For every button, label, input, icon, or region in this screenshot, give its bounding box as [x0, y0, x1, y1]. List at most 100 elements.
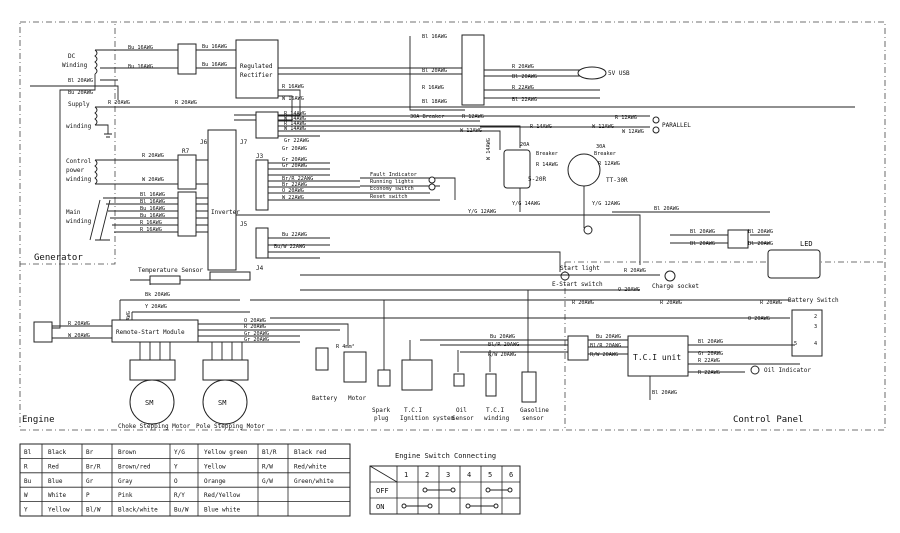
r4mm-label: R 4mm²: [336, 344, 355, 350]
usb-port-icon: [577, 66, 607, 80]
color-code: Bu/W: [174, 507, 189, 514]
estart-switch-label: E-Start switch: [552, 281, 603, 288]
bs-pin-label: 3: [814, 324, 817, 330]
wire-label: O 20AWG: [748, 316, 770, 322]
remote-connector: [33, 321, 53, 343]
wire-label: R 12AWG: [615, 115, 637, 121]
j7-connector: [255, 111, 279, 139]
tci-ignition-label: Ignition system: [400, 415, 455, 422]
winding-label: Winding: [62, 62, 88, 69]
inverter: [207, 129, 237, 271]
color-code: R: [24, 463, 28, 470]
j3-connector: [255, 159, 269, 211]
wire-label: Bk 20AWG: [145, 292, 170, 298]
wire-label: Gr 20AWG: [698, 351, 723, 357]
wire-label: R 20AWG: [512, 64, 534, 70]
start-light-icon: [560, 271, 570, 281]
engine-label: Engine: [22, 415, 55, 425]
j7-label: J7: [240, 139, 248, 146]
cpw-label: power: [66, 167, 84, 174]
switch-column-header: 5: [488, 471, 492, 479]
wire-label: Bu 22AWG: [282, 232, 307, 238]
wire-label: Y/G 12AWG: [592, 201, 620, 207]
wire-label: Bl 16AWG: [422, 34, 447, 40]
wire-label: W 22AWG: [282, 195, 304, 201]
color-name: Yellow green: [204, 449, 248, 456]
wire-label: Bl 20AWG: [698, 339, 723, 345]
wire-label: R 14AWG: [284, 121, 306, 127]
oil-indicator-icon: [750, 365, 760, 375]
wire-label: Bl 20AWG: [748, 241, 773, 247]
breaker-20a: Breaker: [536, 151, 558, 157]
wire-label: Bl 20AWG: [68, 78, 93, 84]
choke-motor-connector: [129, 359, 176, 381]
fault-indicator: Fault Indicator: [370, 172, 417, 178]
switch-column-header: 1: [404, 471, 408, 479]
wire-label: Gr 22AWG: [284, 138, 309, 144]
wire-label: Y/G 14AWG: [512, 201, 540, 207]
color-name: White: [48, 492, 66, 499]
color-code: Y: [24, 507, 28, 514]
gasoline-label: sensor: [522, 415, 544, 422]
wire-label: W 20AWG: [142, 177, 164, 183]
color-name: Yellow: [48, 507, 70, 514]
lamp-icon: [428, 183, 436, 191]
supply-winding: Supply winding: [66, 101, 855, 138]
bs-pin-label: 2: [814, 314, 817, 320]
wire-label: Br 22AWG: [282, 182, 307, 188]
wire-label: Bl 20AWG: [748, 229, 773, 235]
wire-label: Bl/R 20AWG: [488, 342, 519, 348]
wire-label: Bl 20AWG: [690, 229, 715, 235]
color-code: P: [86, 492, 90, 499]
color-code: Bl/W: [86, 507, 101, 514]
tci-winding-label: T.C.I: [486, 407, 504, 414]
wire-label: R 12AWG: [598, 161, 620, 167]
color-name: Yellow: [204, 463, 226, 470]
start-light-label: Start light: [560, 265, 600, 272]
color-name: Blue white: [204, 507, 241, 514]
wire-label: R 16AWG: [140, 227, 162, 233]
parallel-terminal-icon: [652, 116, 660, 124]
gasoline-sensor-icon: [521, 371, 537, 403]
color-code: Br/R: [86, 463, 101, 470]
wire-label: Gr 20AWG: [282, 157, 307, 163]
color-name: Red: [48, 463, 59, 470]
breaker-30a: 30A: [596, 144, 606, 150]
wire-label: Bl 20AWG: [652, 390, 677, 396]
tci-winding-icon: [485, 373, 497, 397]
r7-label: R7: [182, 148, 190, 155]
wire-label: Bl 20AWG: [654, 206, 679, 212]
j3-label: J3: [256, 153, 264, 160]
socket-520r-label: 5-20R: [528, 176, 546, 183]
j5-connector: [255, 227, 269, 259]
switch-column-header: 6: [509, 471, 513, 479]
wire-label: Y 20AWG: [145, 304, 167, 310]
wire-label: Bu 20AWG: [68, 90, 93, 96]
cpw-label: winding: [66, 176, 92, 183]
remote-start-module: [111, 319, 199, 343]
connector: [177, 191, 197, 237]
bs-pin-label: 4: [814, 341, 817, 347]
tci-unit-label: T.C.I unit: [633, 353, 681, 362]
battery-icon: [315, 347, 329, 371]
connector: [177, 154, 197, 190]
wire-label: R/W 20AWG: [590, 352, 618, 358]
led-display: [767, 249, 821, 279]
wire-label: R 22AWG: [512, 85, 534, 91]
color-name: Brown/red: [118, 463, 151, 470]
oil-indicator-label: Oil Indicator: [764, 367, 811, 374]
wire-label: Bu 20AWG: [490, 334, 515, 340]
color-name: Green/white: [294, 478, 334, 485]
main-label: Main: [66, 209, 81, 216]
wire-label: Bu 16AWG: [202, 44, 227, 50]
wire-label: R 14AWG: [284, 111, 306, 117]
switch-column-header: 4: [467, 471, 471, 479]
tci-ignition-label: T.C.I: [404, 407, 422, 414]
generator-label: Generator: [34, 253, 83, 263]
sm-label: SM: [218, 399, 226, 407]
wire-label: O 20AWG: [244, 318, 266, 324]
charge-socket-icon: [664, 270, 676, 282]
rr-label: Rectifier: [240, 72, 273, 79]
wire-label: Bu 20AWG: [596, 334, 621, 340]
led-connector: [727, 229, 749, 249]
